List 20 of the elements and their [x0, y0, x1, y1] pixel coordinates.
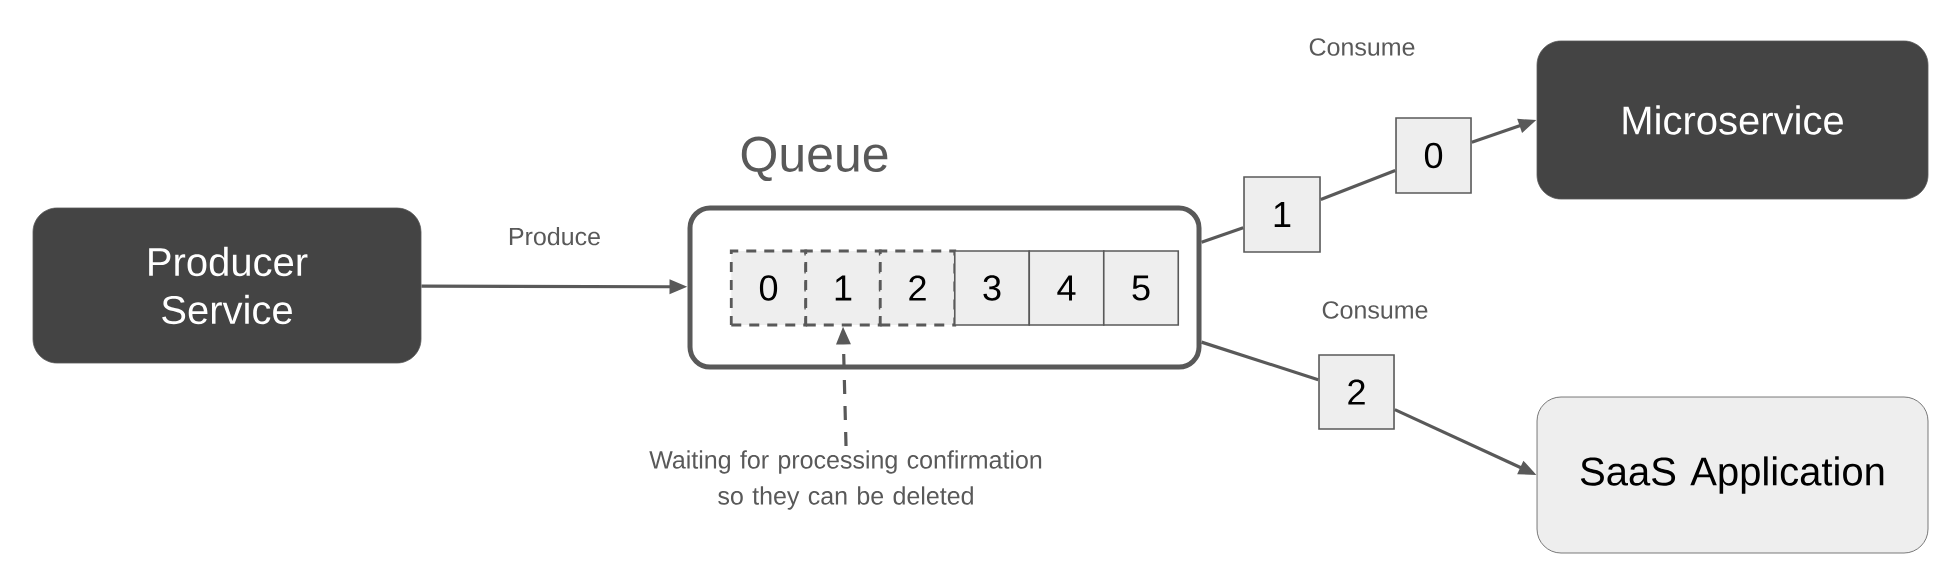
message-cell: 4 [1028, 250, 1105, 326]
service-box: Producer Service [32, 207, 422, 364]
message-box: 1 [1243, 176, 1321, 253]
message-box: 0 [1395, 117, 1472, 194]
consume-label: Consume [1322, 301, 1428, 319]
message-box: 2 [1318, 354, 1395, 430]
message-cell: 1 [804, 249, 882, 327]
message-cell: 3 [953, 250, 1031, 326]
edge-label: Produce [509, 227, 600, 246]
message-cell: 0 [729, 249, 808, 327]
consume-label: Consume [1309, 38, 1415, 56]
message-cell: 2 [878, 249, 957, 327]
message-cell: 5 [1102, 250, 1180, 326]
service-box: Microservice [1536, 40, 1929, 200]
node-label: Queue [741, 136, 888, 181]
connector-line [1201, 340, 1319, 382]
note-text: Waiting for processing confirmation so they can be deleted [649, 450, 1042, 510]
connector-line [1201, 226, 1244, 244]
connector-line [1320, 168, 1396, 201]
service-box: SaaS Application [1536, 396, 1929, 554]
